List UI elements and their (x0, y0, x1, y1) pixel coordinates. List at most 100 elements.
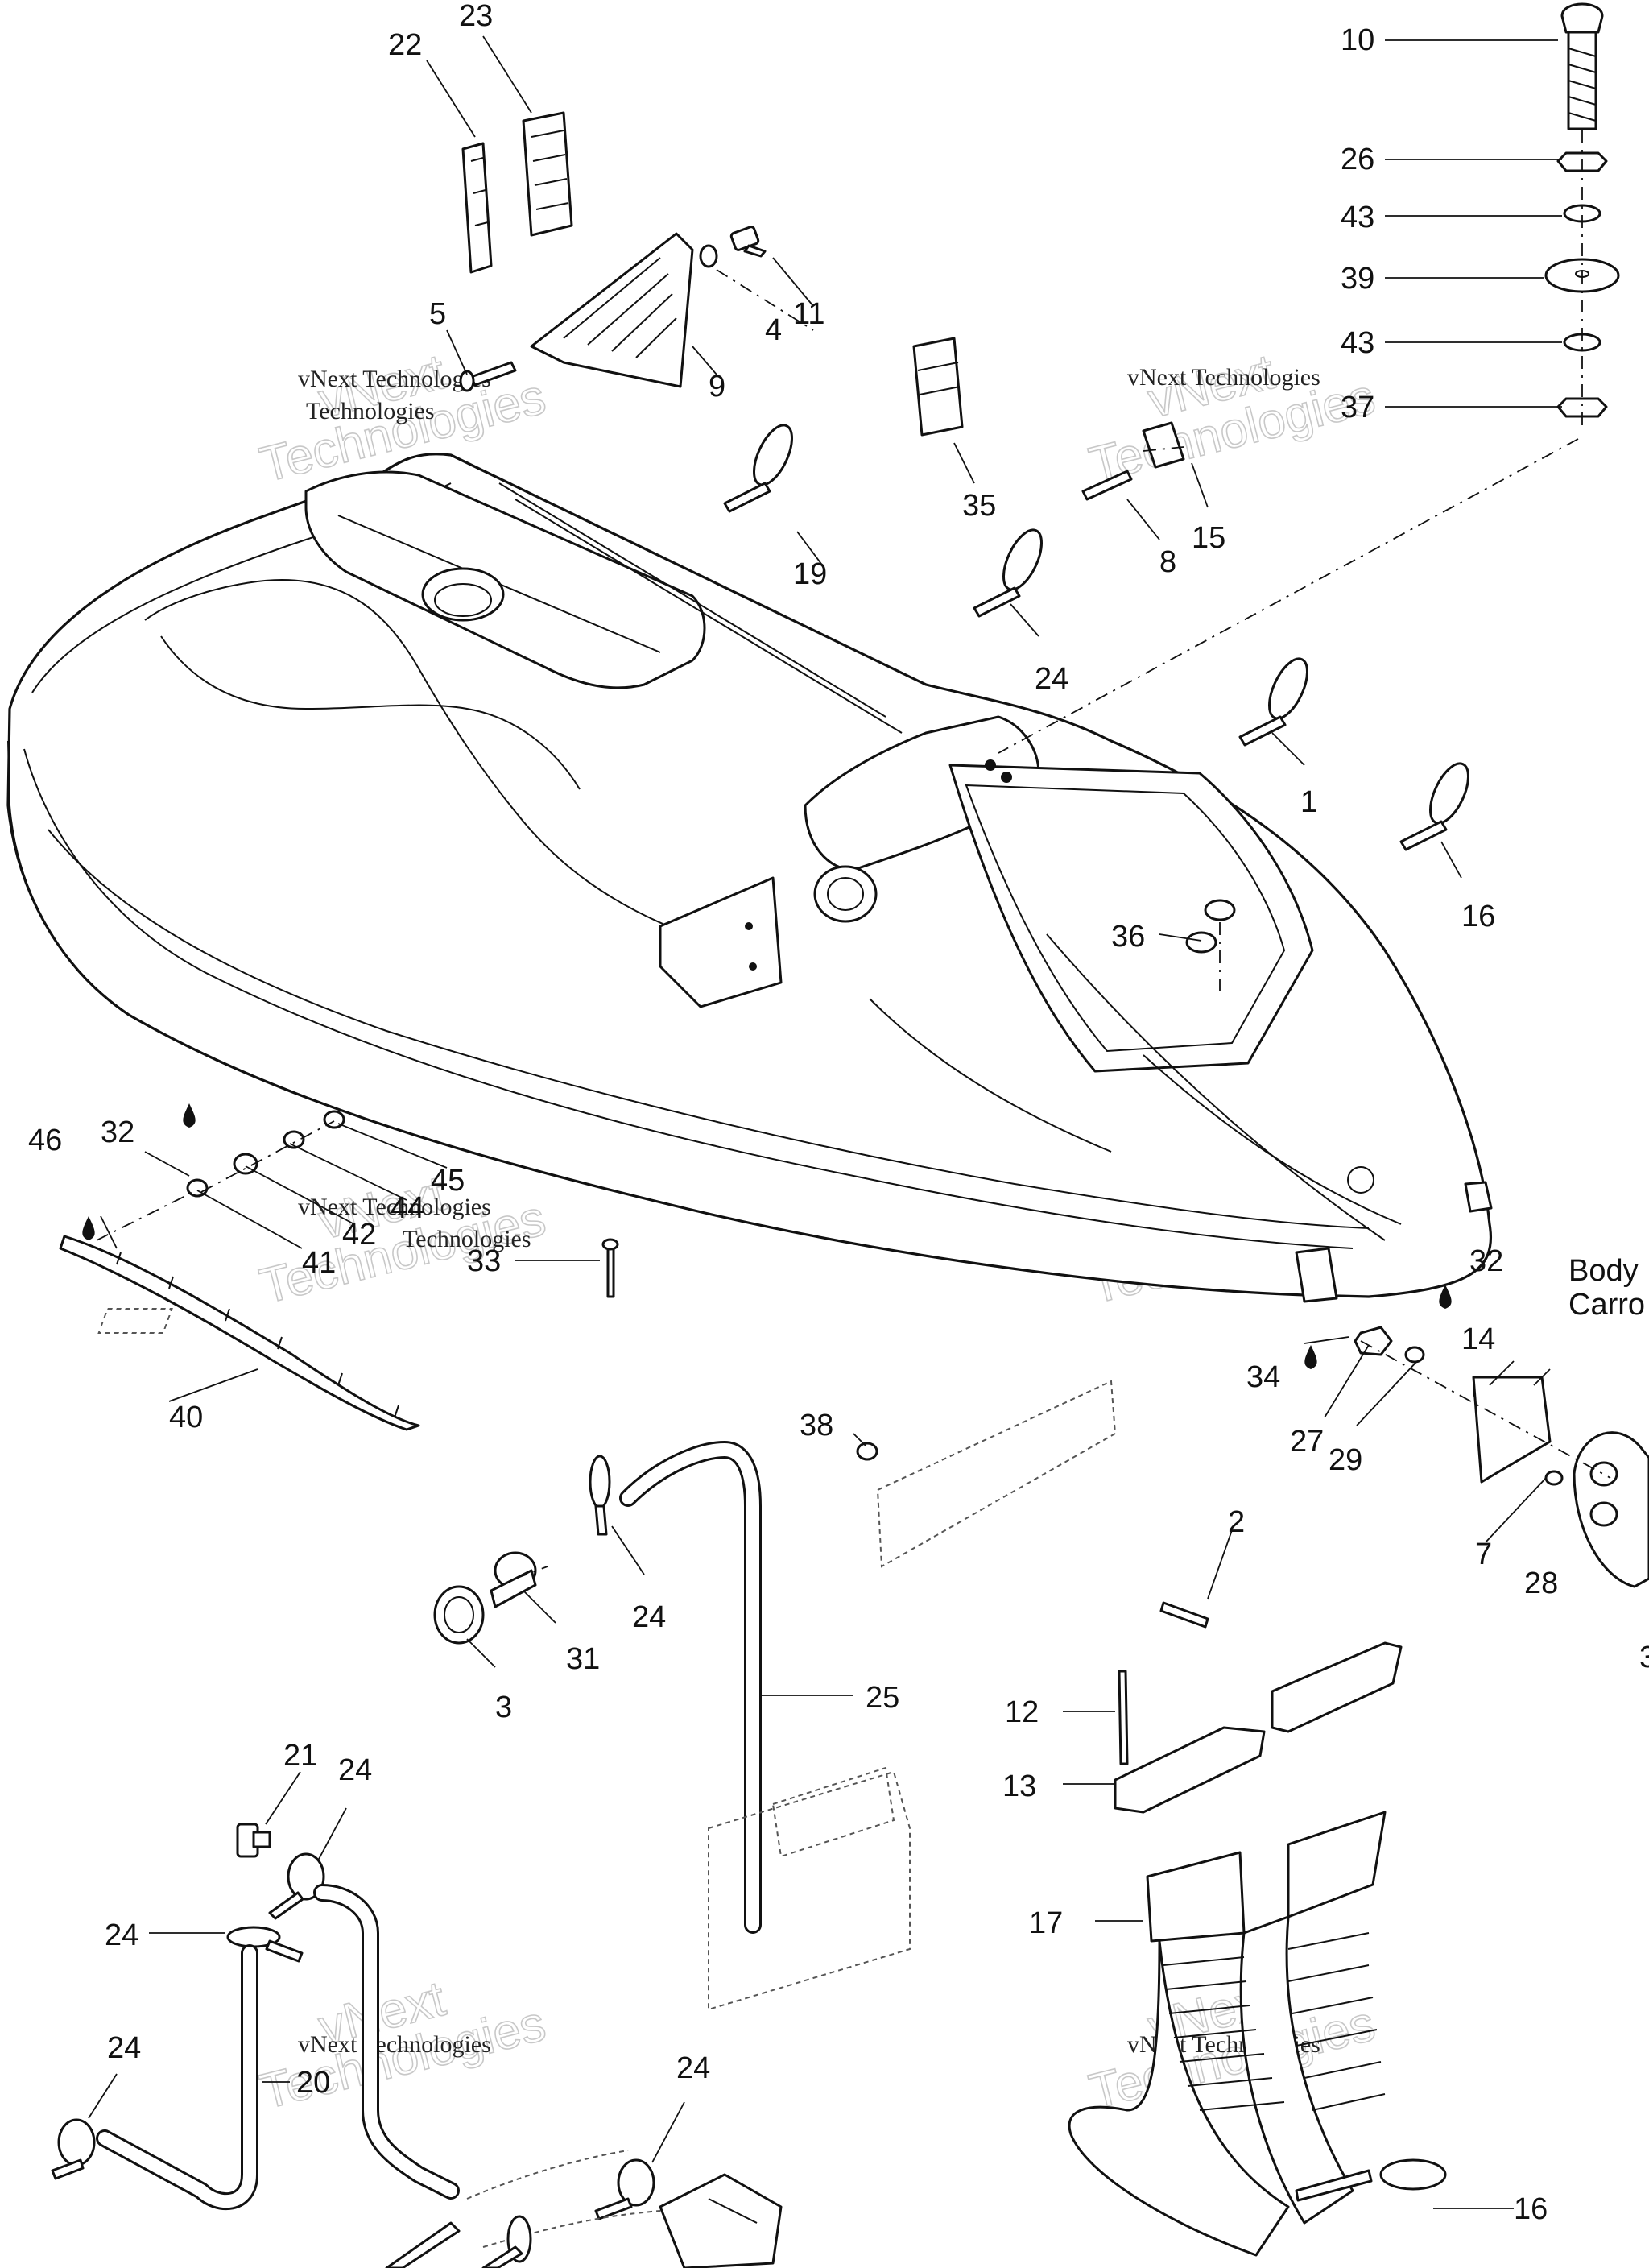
part-33-rivet (97, 1238, 619, 1334)
callout-28: 28 (1524, 1566, 1558, 1600)
part-40-rail (59, 1235, 420, 1431)
callout-41: 41 (302, 1246, 336, 1280)
part-9-vent-grille (530, 232, 694, 388)
callout-1: 1 (1300, 785, 1317, 819)
callout-24-b: 24 (105, 1918, 138, 1952)
callout-labels: 22 23 10 26 43 39 43 37 5 11 4 9 35 15 8… (28, 0, 1649, 2226)
part-10-bolt (1560, 2, 1604, 130)
part-8-rivet (1081, 470, 1133, 501)
callout-31: 31 (566, 1642, 600, 1676)
callout-43-a: 43 (1341, 201, 1374, 234)
watermark-top-right: vNext Technologies (1084, 343, 1381, 494)
leader-lines (88, 35, 1562, 2209)
drop-icon (1439, 1285, 1452, 1309)
part-body-plate (1472, 1376, 1552, 1484)
cable-tie-24-b (226, 1926, 304, 1963)
callout-15: 15 (1192, 521, 1225, 555)
callout-20: 20 (296, 2066, 330, 2100)
cable-tie-1 (1238, 657, 1308, 747)
callout-36: 36 (1111, 920, 1145, 954)
callout-25: 25 (866, 1681, 899, 1715)
part-17-duct-hose (1068, 1811, 1387, 2257)
callout-45: 45 (431, 1164, 465, 1198)
callout-4: 4 (765, 313, 782, 347)
part-22-clip (461, 142, 493, 274)
part-38-plate (856, 1380, 1117, 1568)
callout-16-top: 16 (1461, 900, 1495, 933)
part-23-connector (522, 111, 573, 237)
part-7-washer (1544, 1470, 1564, 1486)
callout-21: 21 (283, 1739, 317, 1773)
watermark-caption: vNext Technologies (298, 2031, 491, 2058)
callout-7: 7 (1475, 1538, 1492, 1571)
front-hatch (948, 764, 1314, 1073)
callout-10: 10 (1341, 23, 1374, 57)
callout-16-bottom: 16 (1514, 2192, 1548, 2226)
pedestal-port (813, 865, 878, 923)
side-text-body: Body (1568, 1254, 1639, 1288)
part-31-connector (490, 1551, 537, 1608)
washer-stack-41-46 (186, 1110, 345, 1198)
watermark-caption: vNext Technologies (298, 1194, 491, 1220)
callout-22: 22 (388, 28, 422, 62)
mount-bracket (659, 876, 783, 1008)
callout-26: 26 (1341, 143, 1374, 176)
callout-13: 13 (1002, 1769, 1036, 1803)
callout-38: 38 (800, 1409, 833, 1442)
callout-34: 34 (1246, 1360, 1280, 1394)
battery-outline (708, 1766, 911, 2011)
callout-35: 35 (962, 489, 996, 523)
drop-icon (183, 1103, 196, 1128)
callout-12: 12 (1005, 1695, 1039, 1729)
callout-40: 40 (169, 1401, 203, 1434)
part-28-mount (1573, 1431, 1649, 1588)
callout-24-d: 24 (676, 2051, 710, 2085)
callout-42: 42 (342, 1218, 376, 1252)
cable-tie-16-bottom (1295, 2158, 1447, 2202)
callout-3: 3 (495, 1691, 512, 1724)
callout-29: 29 (1329, 1443, 1362, 1477)
callout-19: 19 (793, 557, 827, 591)
part-27-nut (1354, 1326, 1393, 1356)
watermark-caption-dup: Technologies (306, 398, 435, 424)
bottom-tie-partial (385, 2215, 532, 2268)
fuel-filter (659, 2173, 783, 2268)
part-29-washer (1404, 1346, 1425, 1364)
part-36-grommets (1185, 899, 1236, 954)
callout-27: 27 (1290, 1425, 1324, 1459)
part-3-grommet (433, 1585, 485, 1645)
callout-44: 44 (391, 1191, 424, 1225)
callout-24-c: 24 (107, 2031, 141, 2065)
part-2-rivet (1159, 1601, 1209, 1629)
callout-32-right: 32 (1469, 1244, 1503, 1278)
callout-24-top: 24 (1035, 662, 1068, 696)
callout-37: 37 (1341, 391, 1374, 424)
callout-33: 33 (467, 1244, 501, 1278)
part-25-vent-hose (619, 1441, 762, 1934)
part-15-plate (1142, 421, 1185, 469)
callout-14: 14 (1461, 1322, 1495, 1356)
watercraft-body (6, 453, 1493, 1303)
part-20-hose (96, 1884, 460, 2210)
watermark-caption-dup: Technologies (403, 1226, 531, 1252)
cable-tie-16-top (1399, 762, 1469, 851)
callout-46: 46 (28, 1124, 62, 1157)
callout-32-left: 32 (101, 1115, 134, 1149)
cable-tie-24-d (594, 2158, 655, 2220)
part-12-rivet (1118, 1670, 1129, 1765)
part-13-duct-intake (1114, 1641, 1403, 1814)
callout-5: 5 (429, 297, 446, 331)
callout-24-mid: 24 (632, 1600, 666, 1634)
callout-2: 2 (1228, 1505, 1245, 1539)
storage-well (421, 567, 505, 622)
callout-3-edge: 3 (1639, 1641, 1649, 1674)
callout-43-b: 43 (1341, 326, 1374, 360)
part-4-washer (699, 244, 718, 268)
part-11-screw (729, 226, 767, 258)
cable-tie-24-c (51, 2118, 96, 2180)
assembly-lines (96, 130, 1611, 1579)
callout-23: 23 (459, 0, 493, 33)
watermark-caption: vNext Technologies (298, 366, 491, 392)
loctite-drop-icons (82, 1103, 1452, 1369)
